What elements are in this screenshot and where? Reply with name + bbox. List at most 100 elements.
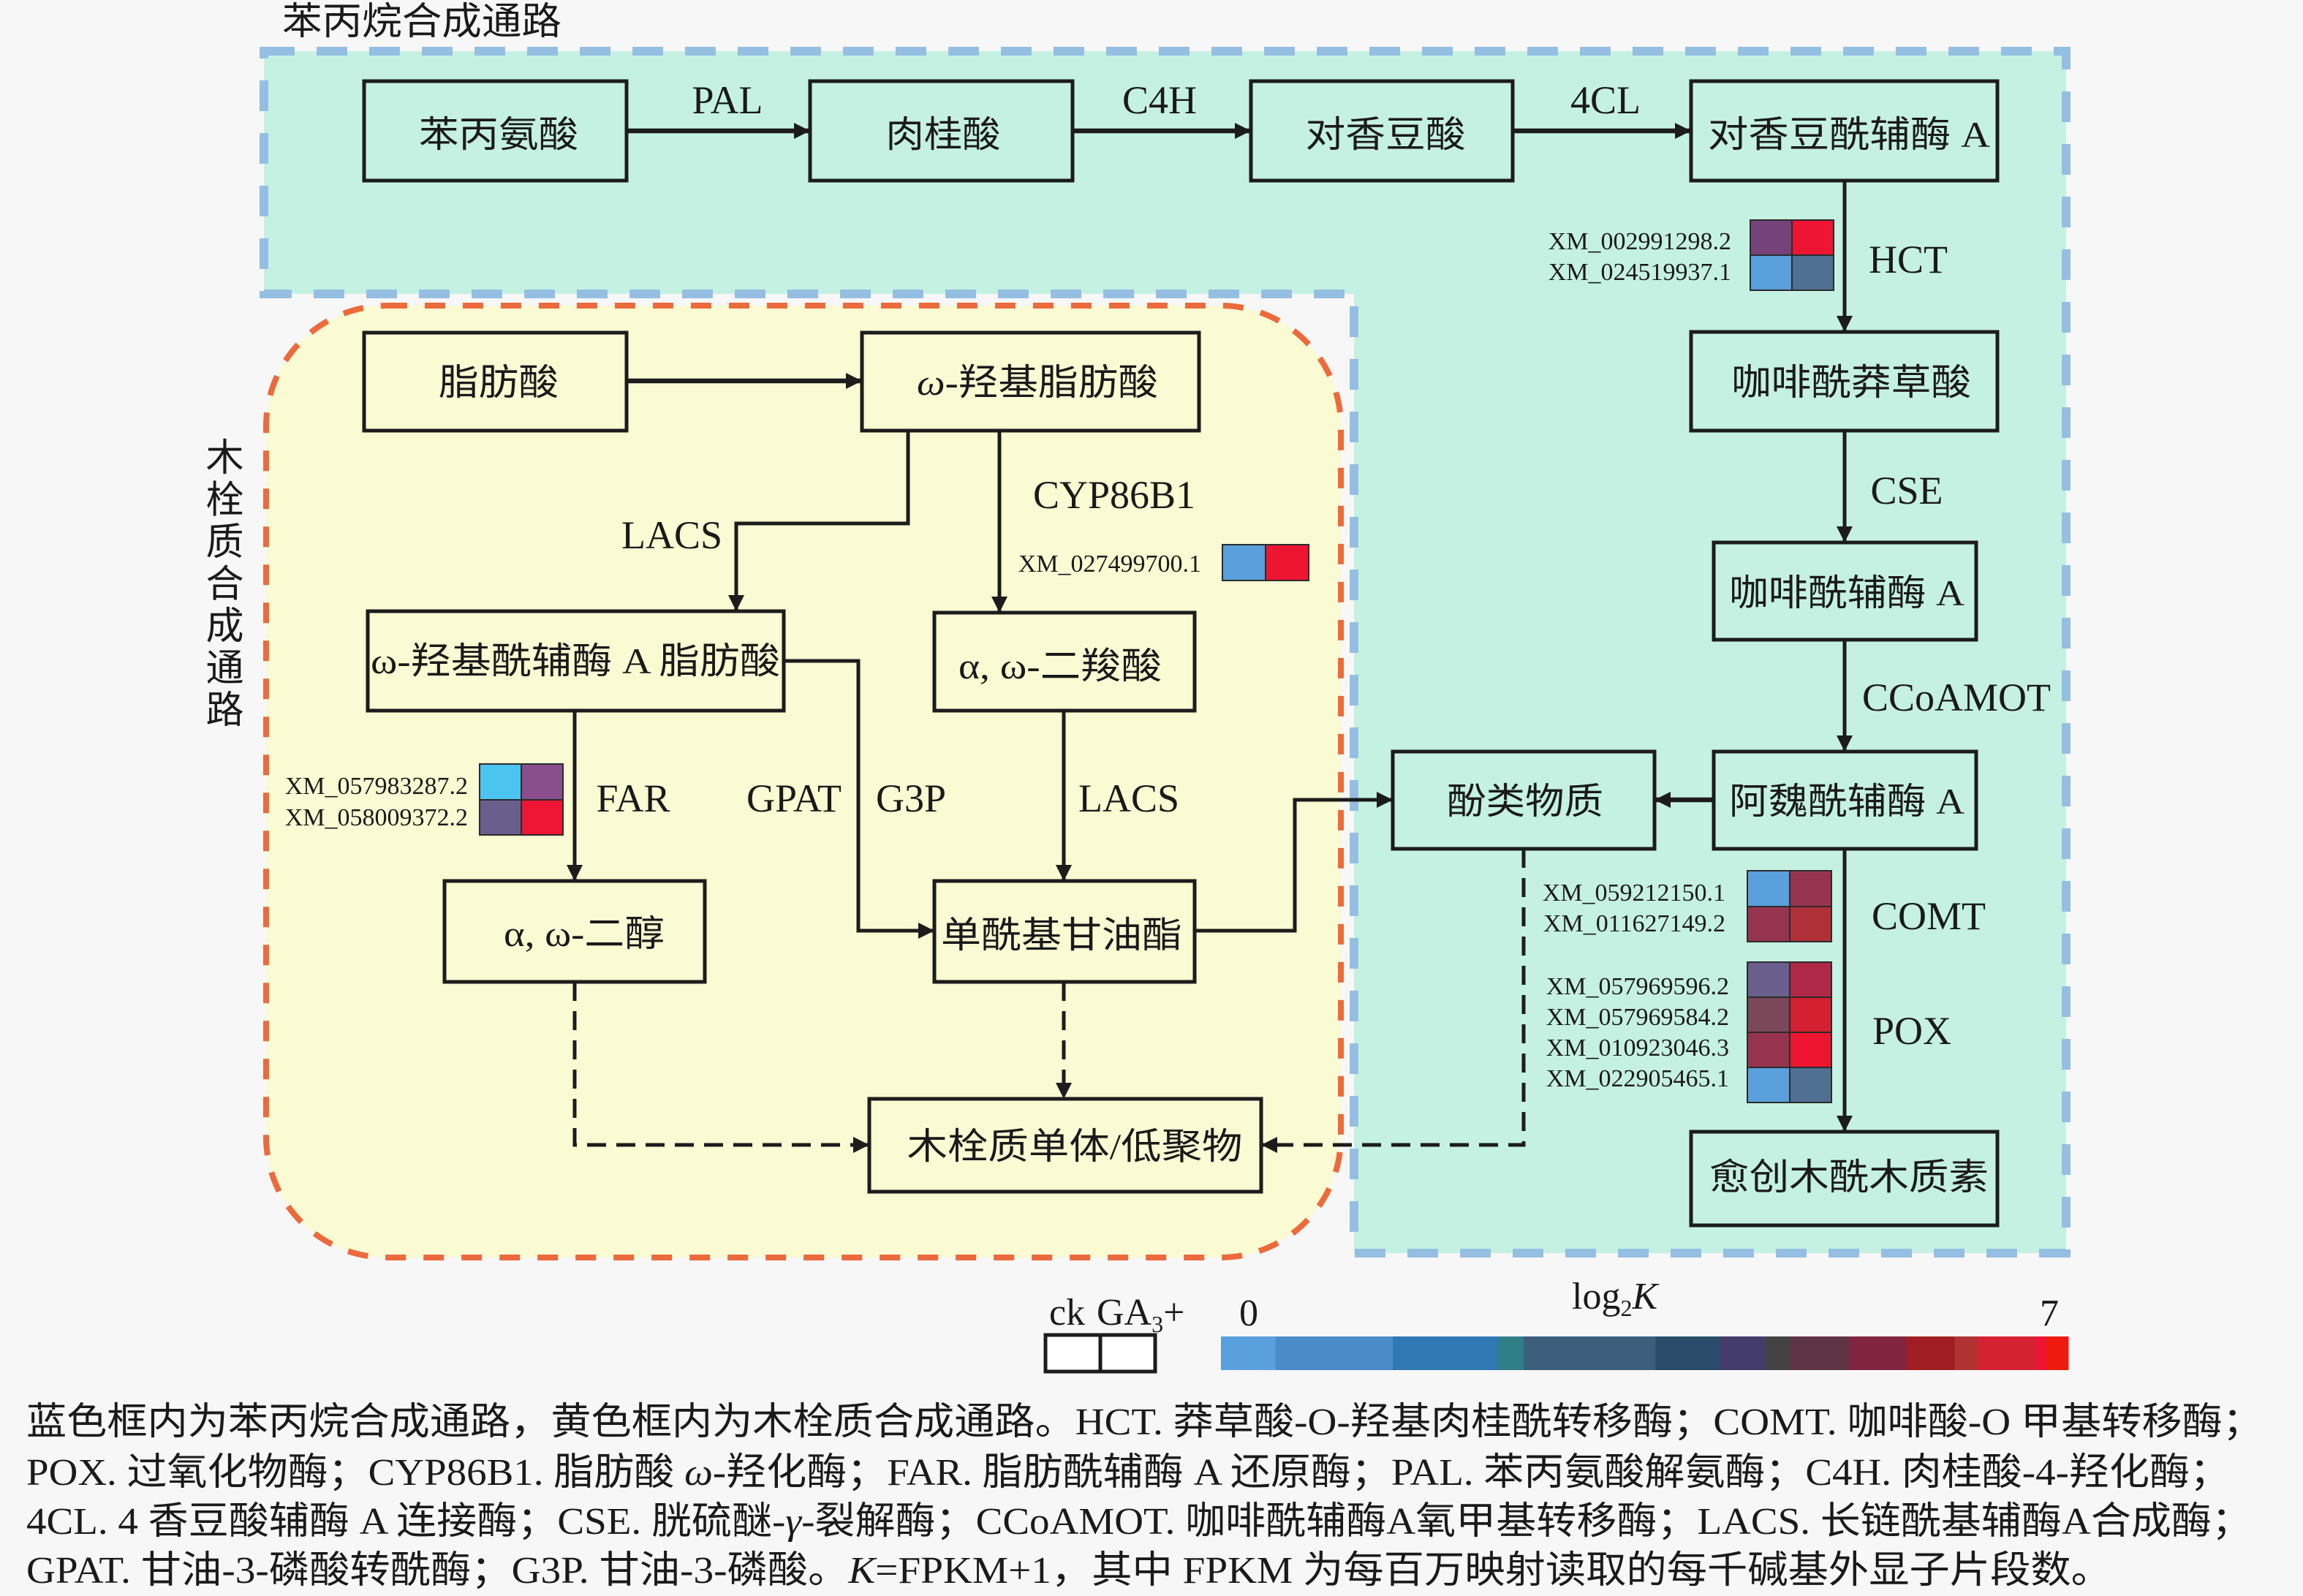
enzyme-label-comt: COMT (1872, 894, 1986, 938)
heatmap-cell-ck (479, 799, 522, 836)
colorbar-segment (2035, 1336, 2047, 1370)
node-box (808, 79, 1075, 183)
arrow-monoacylglycerol-to-phenolics (1195, 792, 1393, 933)
caption-segment-italic: ω (684, 1452, 713, 1494)
node-label: 肉桂酸 (886, 114, 1001, 155)
colorbar-title-variable: K (1631, 1276, 1659, 1317)
node-caffeoyl-shikimate: 咖啡酰莽草酸 (1689, 330, 2000, 433)
node-omega-hydroxy-fatty-acid: ω-羟基脂肪酸 (860, 330, 1201, 433)
colorbar-segment (1906, 1336, 1955, 1370)
caption-segment-italic: γ (785, 1501, 802, 1543)
node-p-coumaroyl-coa: 对香豆酰辅酶 A (1689, 79, 2000, 183)
node-feruloyl-coa: 阿魏酰辅酶 A (1712, 749, 1978, 851)
node-guaiacyl-lignin: 愈创木酰木质素 (1689, 1130, 2000, 1228)
heatmap-cell-ga3 (1789, 906, 1832, 942)
node-box (932, 879, 1197, 984)
node-label: ω-羟基酰辅酶 A 脂肪酸 (371, 640, 780, 681)
enzyme-label-hct: HCT (1869, 238, 1948, 281)
node-label-rest: -羟基脂肪酸 (945, 362, 1158, 403)
caption-segment: 蓝色框内为苯丙烷合成通路，黄色框内为木栓质合成通路。HCT. 莽草酸-O-羟基肉… (26, 1402, 2263, 1443)
node-box (362, 79, 629, 183)
colorbar-min-label: 0 (1239, 1293, 1258, 1334)
gene-label: XM_059212150.1 (1543, 880, 1725, 907)
suberin-region-title: 木栓质合成通路 (200, 437, 241, 732)
colorbar-segment (1498, 1336, 1524, 1370)
enzyme-label-lacs-fatty: LACS (621, 513, 722, 557)
node-box (1712, 749, 1978, 851)
heatmap-cell-ga3 (1791, 219, 1834, 256)
colorbar-segment (1720, 1336, 1766, 1370)
node-label: 酚类物质 (1447, 781, 1603, 822)
node-box (1689, 79, 2000, 183)
colorbar-segment (1655, 1336, 1720, 1370)
heatmap-cell-ga3 (1789, 1032, 1832, 1068)
node-phenylalanine: 苯丙氨酸 (362, 79, 629, 183)
heatmap-cyp86b1: XM_027499700.1 (1018, 544, 1309, 581)
node-label: 咖啡酰辅酶 A (1729, 572, 1964, 613)
colorbar-title-log: log (1572, 1276, 1620, 1317)
enzyme-label-cyp86b1: CYP86B1 (1033, 473, 1195, 517)
node-label: 苯丙氨酸 (419, 114, 578, 155)
caption-line-2: POX. 过氧化物酶；CYP86B1. 脂肪酸 ω-羟化酶；FAR. 脂肪酰辅酶… (26, 1452, 2230, 1494)
node-box (442, 879, 707, 984)
enzyme-label-c4h: C4H (1122, 78, 1197, 122)
node-box (867, 1097, 1263, 1194)
colorbar-segment (1221, 1336, 1277, 1370)
legend-ga3-label: GA3+ (1097, 1292, 1184, 1337)
legend-ga3-main: GA (1097, 1292, 1152, 1334)
enzyme-label-far: FAR (596, 776, 670, 820)
colorbar-segment (2046, 1336, 2069, 1370)
heatmap-cell-ck (1222, 544, 1266, 581)
caption-line-1: 蓝色框内为苯丙烷合成通路，黄色框内为木栓质合成通路。HCT. 莽草酸-O-羟基肉… (26, 1402, 2263, 1443)
enzyme-label-g3p: G3P (876, 776, 946, 820)
heatmap-cell-ck (1747, 996, 1790, 1033)
node-label: 脂肪酸 (439, 362, 559, 403)
heatmap-cell-ck (1747, 961, 1790, 998)
node-box (1249, 79, 1515, 183)
node-box (1391, 749, 1657, 851)
heatmap-cell-ck (1747, 1032, 1790, 1068)
node-label: 对香豆酰辅酶 A (1708, 114, 1990, 155)
figure-caption: 蓝色框内为苯丙烷合成通路，黄色框内为木栓质合成通路。HCT. 莽草酸-O-羟基肉… (26, 1402, 2263, 1592)
node-p-coumaric-acid: 对香豆酸 (1249, 79, 1515, 183)
node-fatty-acid: 脂肪酸 (362, 330, 629, 433)
colorbar-segment (1523, 1336, 1656, 1370)
colorbar-segment (1790, 1336, 1850, 1370)
gene-label: XM_022905465.1 (1546, 1065, 1729, 1092)
node-alpha-omega-diol: α, ω-二醇 (442, 879, 707, 984)
node-alpha-omega-dicarboxylic-acid: α, ω-二羧酸 (932, 610, 1197, 713)
legend-ga3-subscript: 3 (1152, 1311, 1163, 1337)
node-phenolics: 酚类物质 (1391, 749, 1657, 851)
heatmap-cell-ga3 (1789, 1067, 1832, 1103)
gene-label: XM_058009372.2 (285, 804, 468, 831)
caption-segment: 4CL. 4 香豆酸辅酶 A 连接酶；CSE. 胱硫醚- (26, 1501, 785, 1543)
heatmap-cell-ga3 (1789, 870, 1832, 907)
enzyme-label-lacs-glycerol: LACS (1078, 776, 1179, 820)
colorbar-segment (1393, 1336, 1499, 1370)
heatmap-cell-ga3 (521, 799, 564, 836)
node-label: α, ω-二醇 (504, 913, 665, 954)
node-suberin-monomer-oligomer: 木栓质单体/低聚物 (867, 1097, 1263, 1194)
colorbar-segment (1954, 1336, 1978, 1370)
node-monoacylglycerol: 单酰基甘油酯 (932, 879, 1197, 984)
enzyme-label-ccoamot: CCoAMOT (1862, 676, 2051, 719)
caption-segment: =FPKM+1，其中 FPKM 为每百万映射读取的每千碱基外显子片段数。 (875, 1550, 2111, 1592)
heatmap-comt: XM_059212150.1 XM_011627149.2 (1543, 870, 1832, 942)
colorbar-segment (1766, 1336, 1790, 1370)
colorbar-max-label: 7 (2040, 1293, 2059, 1334)
node-box (932, 610, 1197, 713)
node-label: α, ω-二羧酸 (958, 646, 1162, 687)
enzyme-label-4cl: 4CL (1570, 78, 1641, 122)
caption-segment: -羟化酶；FAR. 脂肪酰辅酶 A 还原酶；PAL. 苯丙氨酸解氨酶；C4H. … (713, 1452, 2230, 1494)
caption-segment: -裂解酶；CCoAMOT. 咖啡酰辅酶A氧甲基转移酶；LACS. 长链酰基辅酶A… (801, 1501, 2252, 1543)
suberin-region (263, 303, 1344, 1260)
heatmap-cell-ga3 (1265, 544, 1309, 581)
colorbar-segment (1849, 1336, 1907, 1370)
colorbar-segment (1977, 1336, 2036, 1370)
gene-label: XM_011627149.2 (1543, 910, 1725, 937)
dashed-arrow-phenolics-to-suberin (1261, 849, 1526, 1153)
heatmap-cell-ga3 (1791, 254, 1834, 291)
legend-ga3-suffix: + (1163, 1292, 1184, 1334)
node-label: 阿魏酰辅酶 A (1729, 781, 1964, 822)
